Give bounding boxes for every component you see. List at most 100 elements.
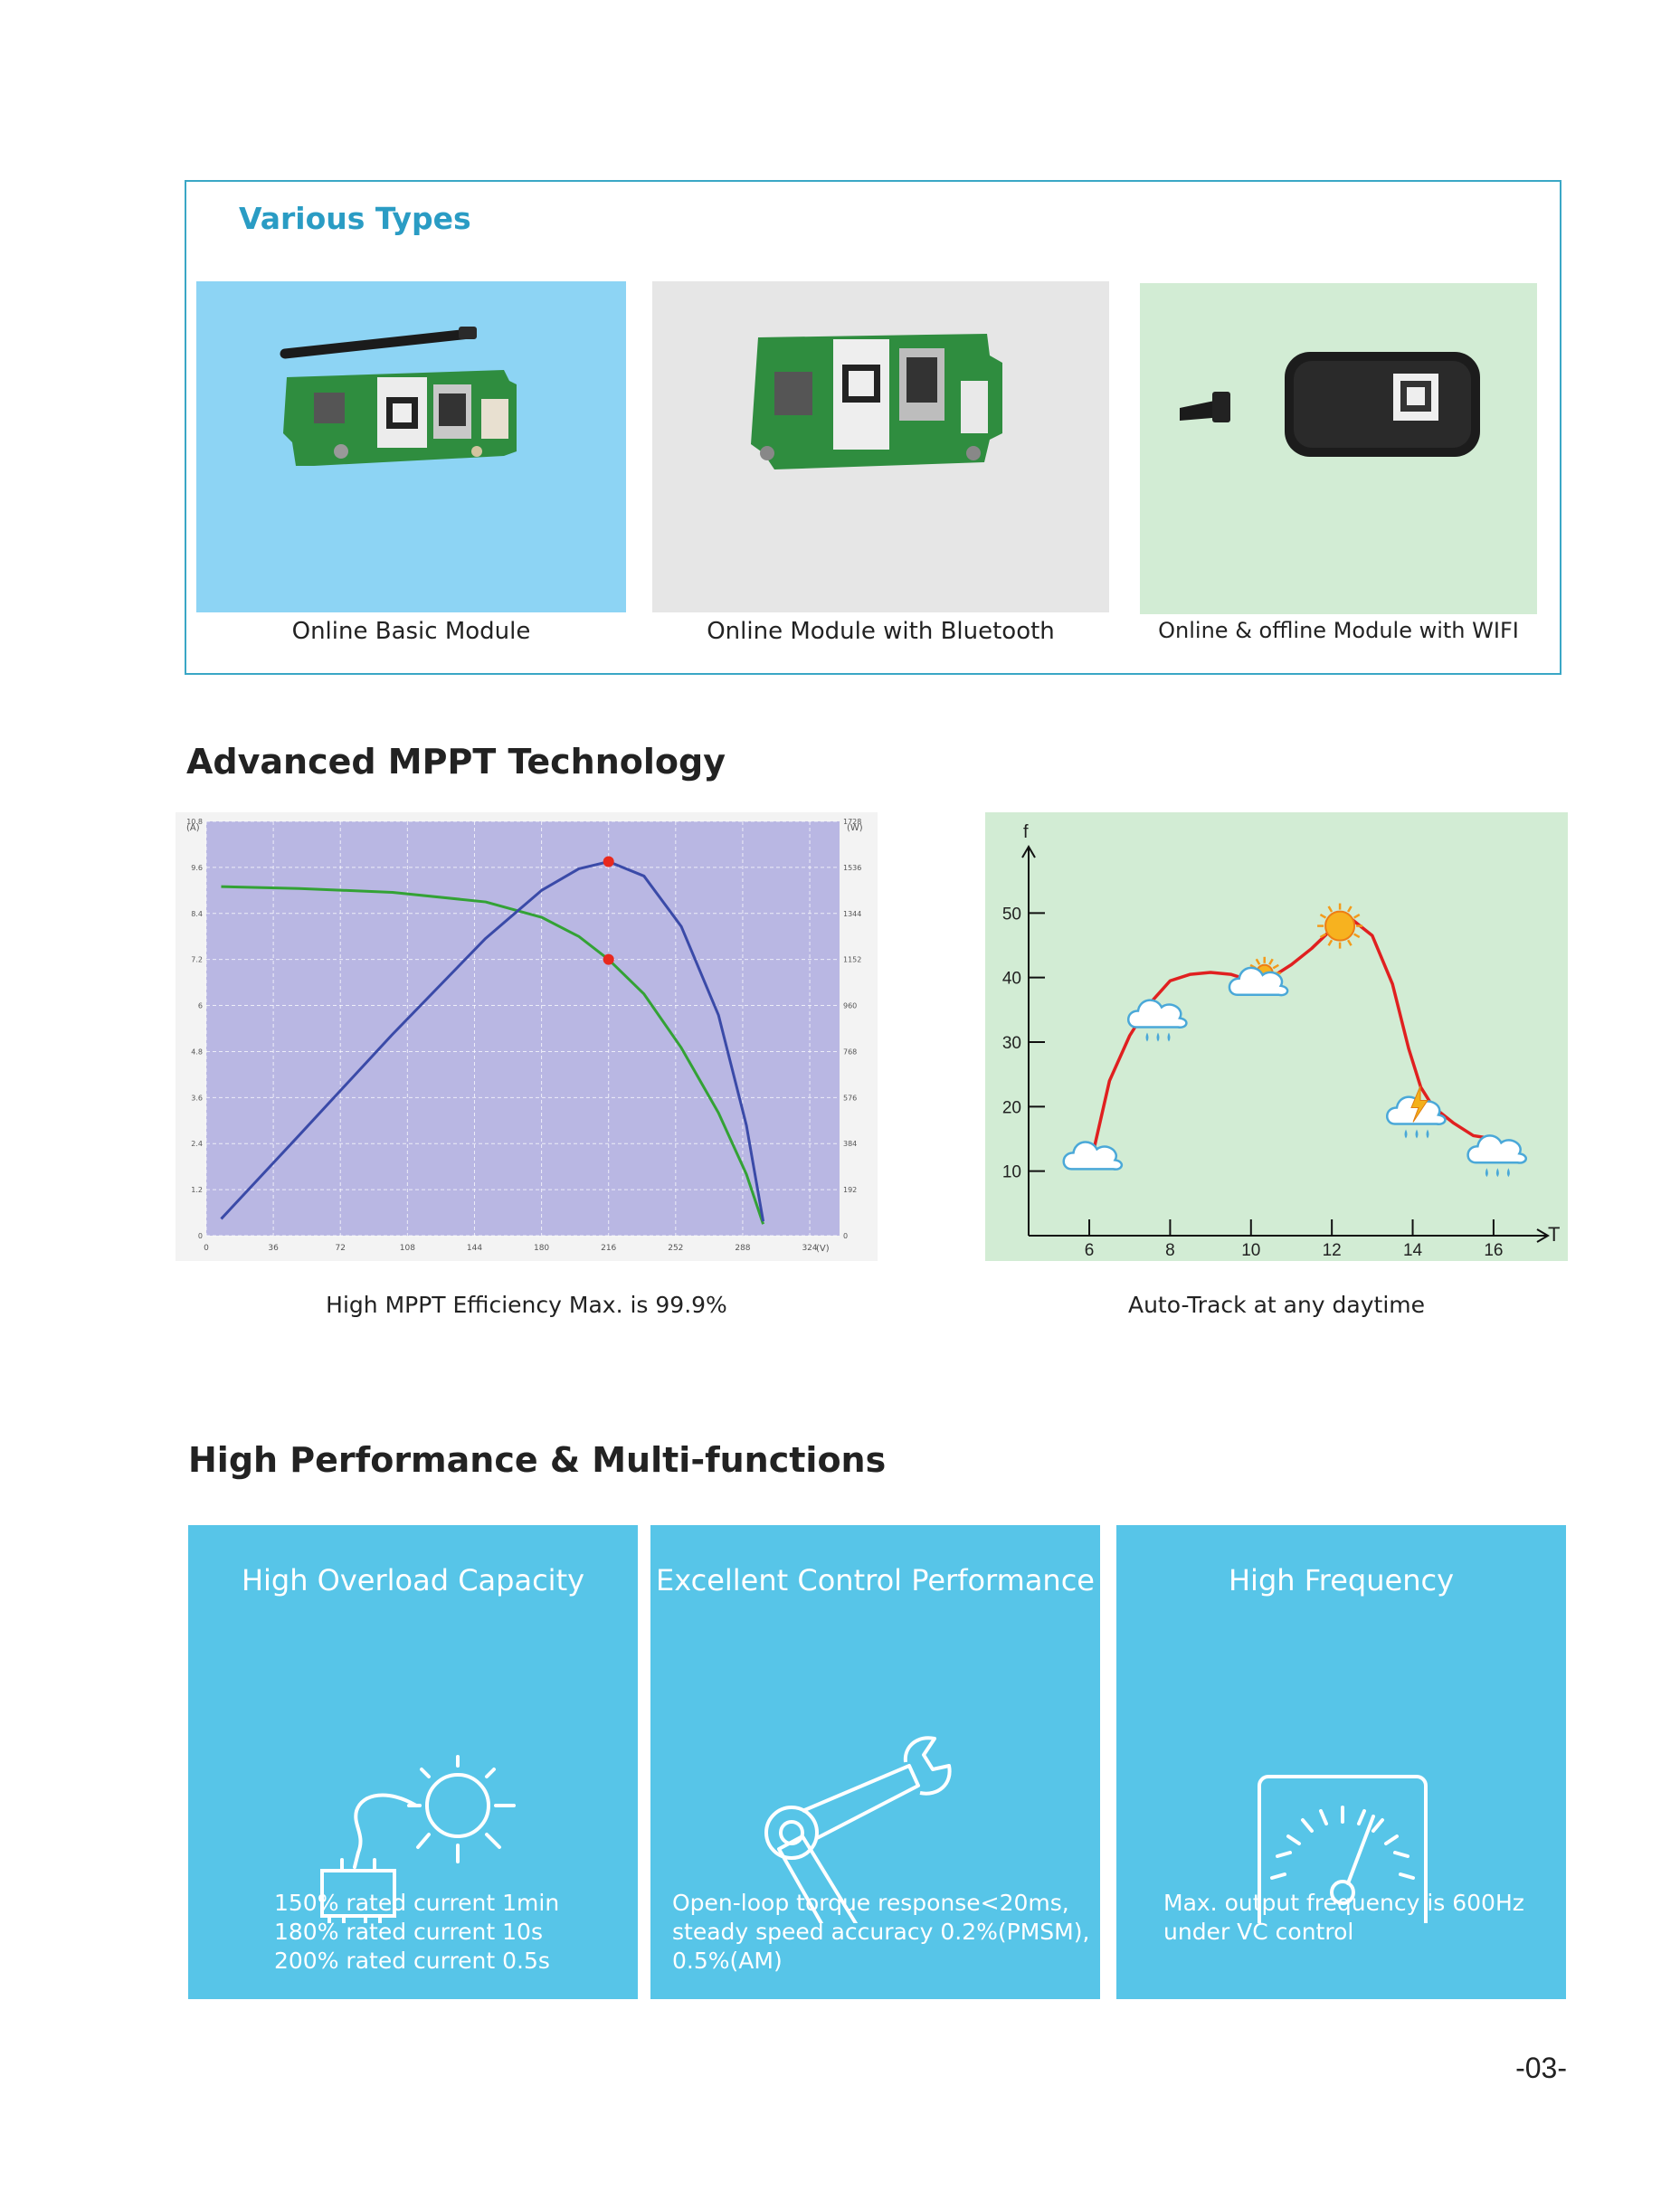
solar-plug-icon [320,1755,516,1923]
feature-description: 150% rated current 1min 180% rated curre… [274,1889,559,1976]
basic-module-photo [280,327,517,466]
feature-description: Max. output frequency is 600Hz under VC … [1163,1889,1524,1947]
sun-icon [1317,903,1363,949]
performance-heading: High Performance & Multi-functions [188,1440,887,1480]
y-tick-label: 2.4 [191,1140,203,1148]
x-tick-label: 288 [735,1244,750,1253]
feature-line: 200% rated current 0.5s [274,1948,550,1974]
rain-cloud-icon [1466,1134,1527,1178]
y-tick-label: 20 [1002,1098,1021,1117]
y-tick-label: 30 [1002,1034,1021,1053]
mpp-marker [603,856,614,867]
feature-line: Max. output frequency is 600Hz [1163,1890,1524,1916]
y2-tick-label: 0 [843,1232,848,1240]
x-axis-label: (V) [816,1244,830,1254]
y2-tick-label: 1152 [843,956,861,964]
feature-line: 0.5%(AM) [672,1948,783,1974]
x-tick-label: 252 [668,1244,683,1253]
auto-track-caption: Auto-Track at any daytime [1127,1292,1426,1318]
chart-plot-area [206,821,840,1236]
y-tick-label: 8.4 [191,910,203,918]
y2-axis-label: (W) [847,823,863,833]
module-card-wifi: Online & offline Module with WIFI [1140,283,1537,643]
x-tick-label: 324 [802,1244,817,1253]
y2-tick-label: 384 [843,1140,857,1148]
mppt-efficiency-caption: High MPPT Efficiency Max. is 99.9% [326,1292,727,1318]
y-tick-label: 10.8 [186,818,203,826]
page-number: -03- [1515,2052,1567,2084]
series-line [221,885,765,1225]
x-axis-arrow [1536,1228,1550,1243]
x-tick-label: 6 [1085,1241,1095,1260]
robot-arm-wrench-icon [764,1736,952,1923]
module-card-bluetooth: Online Module with Bluetooth [652,281,1109,645]
x-tick-label: 12 [1323,1241,1342,1260]
feature-card-frequency: High Frequency Max. output frequency is … [1116,1525,1566,1999]
mpp-marker [603,953,614,965]
cloud-icon [1062,1141,1124,1171]
chart-series-group [220,856,765,1225]
y2-tick-label: 768 [843,1048,857,1056]
y2-tick-label: 1344 [843,910,861,918]
y-tick-label: 3.6 [191,1094,203,1102]
x-tick-label: 72 [336,1244,346,1253]
feature-line: 180% rated current 10s [274,1919,543,1945]
y-tick-label: 7.2 [191,956,203,964]
y-tick-label: 50 [1002,905,1021,924]
y2-tick-label: 1536 [843,864,861,872]
module-card-basic: Online Basic Module [196,281,626,645]
feature-line: Open-loop torque response<20ms, [672,1890,1069,1916]
weather-icons-group [1062,903,1527,1178]
feature-line: steady speed accuracy 0.2%(PMSM), [672,1919,1090,1945]
module-card-label: Online Basic Module [291,618,531,645]
y2-tick-label: 192 [843,1186,857,1194]
series-line [1091,917,1495,1154]
x-tick-label: 10 [1241,1241,1260,1260]
series-line [220,860,765,1222]
y-axis-label: (A) [186,823,200,833]
y2-tick-label: 1728 [843,818,861,826]
x-tick-label: 0 [204,1244,209,1253]
feature-line: under VC control [1163,1919,1354,1945]
wifi-module-photo [1180,352,1480,457]
storm-cloud-icon [1386,1086,1447,1139]
x-tick-label: 16 [1484,1241,1503,1260]
y-tick-label: 10 [1002,1163,1021,1182]
y2-tick-label: 960 [843,1002,857,1010]
feature-description: Open-loop torque response<20ms, steady s… [672,1889,1089,1976]
chart-background [985,812,1568,1261]
feature-card-control: Excellent Control Performance Open-loop … [650,1525,1100,1999]
x-tick-label: 36 [268,1244,279,1253]
y-axis-label: f [1023,822,1029,842]
chart-grid [205,820,840,1237]
chart-series-group [1091,917,1495,1154]
rain-cloud-icon [1127,999,1188,1042]
y-tick-label: 4.8 [191,1048,203,1056]
x-tick-label: 216 [601,1244,616,1253]
mppt-heading: Advanced MPPT Technology [186,742,726,782]
bluetooth-module-photo [751,334,1002,469]
module-card-label: Online & offline Module with WIFI [1158,618,1519,643]
feature-card-overload: High Overload Capacity 150% rated curren… [188,1525,638,1999]
module-card-label: Online Module with Bluetooth [707,618,1055,645]
types-section-frame [185,180,1561,675]
x-tick-label: 180 [534,1244,549,1253]
feature-line: 150% rated current 1min [274,1890,560,1916]
y-tick-label: 6 [198,1002,203,1010]
y2-tick-label: 576 [843,1094,857,1102]
feature-title: Excellent Control Performance [656,1563,1095,1597]
y-axis-arrow [1021,845,1036,858]
y-tick-label: 1.2 [191,1186,203,1194]
y-tick-label: 9.6 [191,864,203,872]
x-tick-label: 8 [1165,1241,1175,1260]
sun-cloud-icon [1228,956,1289,997]
x-tick-label: 108 [400,1244,415,1253]
x-tick-label: 14 [1403,1241,1423,1260]
x-axis-label: T [1548,1223,1560,1246]
feature-title: High Overload Capacity [241,1563,585,1597]
types-section-title: Various Types [239,201,471,236]
